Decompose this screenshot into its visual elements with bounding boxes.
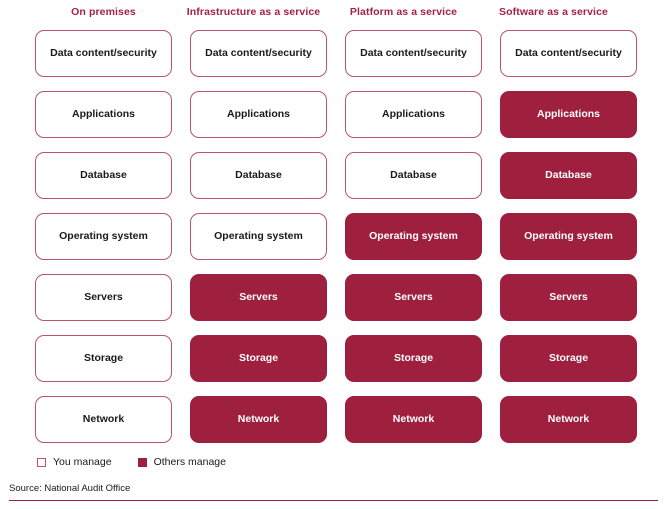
legend: You manage Others manage: [37, 457, 226, 468]
cell-on-premises-storage: Storage: [35, 335, 172, 382]
column-header-software-as-a-service: Software as a service: [499, 6, 608, 19]
cell-infrastructure-as-a-service-storage: Storage: [190, 335, 327, 382]
cell-infrastructure-as-a-service-operating-system: Operating system: [190, 213, 327, 260]
cell-platform-as-a-service-storage: Storage: [345, 335, 482, 382]
cell-infrastructure-as-a-service-network: Network: [190, 396, 327, 443]
column-header-platform-as-a-service: Platform as a service: [349, 6, 458, 19]
cell-software-as-a-service-servers: Servers: [500, 274, 637, 321]
legend-item-you-manage: You manage: [37, 457, 112, 468]
cell-platform-as-a-service-applications: Applications: [345, 91, 482, 138]
legend-label-others-manage: Others manage: [153, 456, 226, 468]
legend-item-others-manage: Others manage: [137, 456, 226, 468]
cell-software-as-a-service-network: Network: [500, 396, 637, 443]
cell-software-as-a-service-database: Database: [500, 152, 637, 199]
source-note: Source: National Audit Office: [9, 483, 131, 494]
cell-on-premises-database: Database: [35, 152, 172, 199]
cell-infrastructure-as-a-service-data-content-security: Data content/security: [190, 30, 327, 77]
bottom-rule-divider: [9, 500, 658, 502]
column-header-infrastructure-as-a-service: Infrastructure as a service: [186, 6, 321, 19]
cell-on-premises-data-content-security: Data content/security: [35, 30, 172, 77]
cell-platform-as-a-service-servers: Servers: [345, 274, 482, 321]
cell-platform-as-a-service-operating-system: Operating system: [345, 213, 482, 260]
cell-on-premises-servers: Servers: [35, 274, 172, 321]
cell-software-as-a-service-data-content-security: Data content/security: [500, 30, 637, 77]
cell-on-premises-operating-system: Operating system: [35, 213, 172, 260]
legend-label-you-manage: You manage: [53, 456, 112, 468]
cell-software-as-a-service-operating-system: Operating system: [500, 213, 637, 260]
cell-platform-as-a-service-data-content-security: Data content/security: [345, 30, 482, 77]
cell-infrastructure-as-a-service-applications: Applications: [190, 91, 327, 138]
cell-on-premises-applications: Applications: [35, 91, 172, 138]
cell-infrastructure-as-a-service-servers: Servers: [190, 274, 327, 321]
legend-swatch-others-manage-icon: [137, 457, 147, 467]
matrix-grid: Data content/security Data content/securi…: [35, 30, 637, 443]
cell-software-as-a-service-applications: Applications: [500, 91, 637, 138]
cell-infrastructure-as-a-service-database: Database: [190, 152, 327, 199]
cell-platform-as-a-service-database: Database: [345, 152, 482, 199]
legend-swatch-you-manage-icon: [37, 457, 46, 467]
cell-on-premises-network: Network: [35, 396, 172, 443]
column-header-on-premises: On premises: [71, 6, 136, 19]
cell-platform-as-a-service-network: Network: [345, 396, 482, 443]
column-header-row: On premises Infrastructure as a service …: [0, 0, 667, 26]
cell-software-as-a-service-storage: Storage: [500, 335, 637, 382]
